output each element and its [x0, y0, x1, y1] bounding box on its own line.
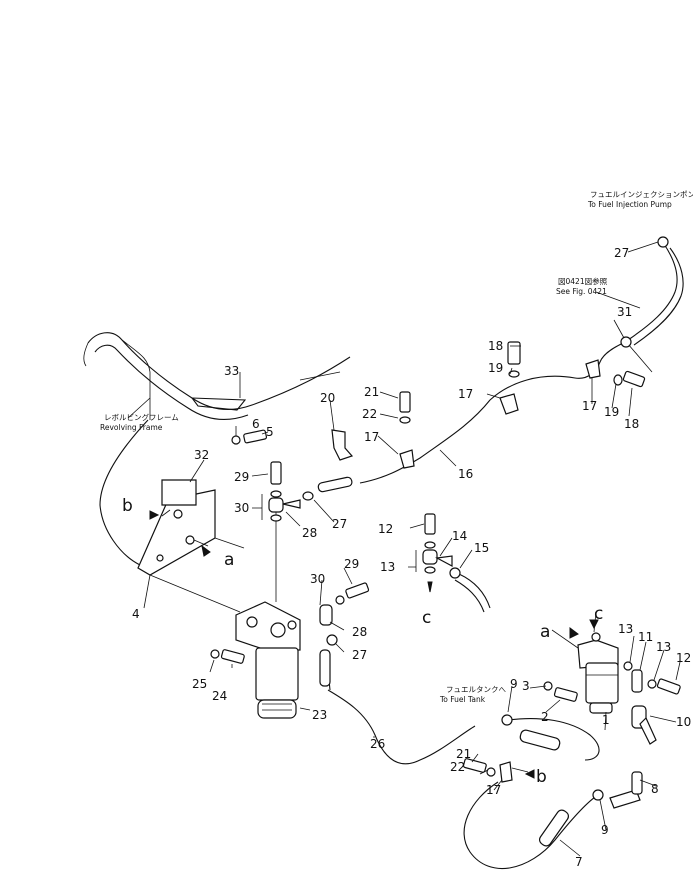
- view-label-c-middle: c: [422, 608, 431, 628]
- view-arrows: [149, 510, 599, 779]
- callout-12-middle: 12: [378, 522, 393, 536]
- callout-4: 4: [132, 607, 140, 621]
- callout-14: 14: [452, 529, 467, 543]
- note-revolving-frame-en: Revolving Frame: [100, 423, 163, 432]
- callout-17-middle: 17: [364, 430, 379, 444]
- callout-12-right: 12: [676, 651, 691, 665]
- callout-13-middle: 13: [380, 560, 395, 574]
- callout-29-middle: 29: [344, 557, 359, 571]
- view-label-a-left: a: [224, 550, 234, 570]
- callout-numbers: 27 31 33 18 19 17 17 19 18 21 22 17 20 1…: [132, 246, 691, 869]
- fuel-filter-23: [235, 512, 301, 719]
- note-see-fig-en: See Fig. 0421: [556, 287, 607, 296]
- fuel-filter-1: [577, 632, 619, 714]
- callout-3: 3: [522, 679, 530, 693]
- callout-25: 25: [192, 677, 207, 691]
- callout-13-right-b: 13: [656, 640, 671, 654]
- callout-19-upper: 19: [488, 361, 503, 375]
- callout-18-right: 18: [624, 417, 639, 431]
- revolving-frame: [83, 332, 351, 420]
- view-letters: b a c a c b: [122, 496, 603, 787]
- callout-9-lower: 9: [601, 823, 609, 837]
- note-fuel-tank-jp: フュエルタンクへ: [446, 685, 506, 694]
- callout-30-upper: 30: [234, 501, 249, 515]
- callout-8: 8: [651, 782, 659, 796]
- note-injection-pump-jp: フュエルインジェクションポンプへ: [590, 190, 693, 199]
- callout-27-middle: 27: [352, 648, 367, 662]
- leader-lines: [127, 241, 681, 857]
- note-see-fig-jp: 図0421図参照: [558, 276, 608, 286]
- callout-21-middle: 21: [364, 385, 379, 399]
- callout-29-upper: 29: [234, 470, 249, 484]
- callout-23: 23: [312, 708, 327, 722]
- bracket-4: [137, 479, 245, 613]
- callout-17-right: 17: [582, 399, 597, 413]
- view-label-a-right: a: [540, 622, 550, 642]
- callout-22-lower: 22: [450, 760, 465, 774]
- callout-13-right-a: 13: [618, 622, 633, 636]
- view-label-b-left: b: [122, 496, 133, 516]
- callout-30-middle: 30: [310, 572, 325, 586]
- note-revolving-frame-jp: レボルビングフレーム: [104, 412, 179, 422]
- callout-6: 6: [252, 417, 260, 431]
- view-label-c-right: c: [594, 604, 603, 624]
- callout-7: 7: [575, 855, 583, 869]
- callout-20: 20: [320, 391, 335, 405]
- callout-33: 33: [224, 364, 239, 378]
- note-fuel-tank-en: To Fuel Tank: [439, 695, 486, 704]
- callout-17-lower: 17: [486, 783, 501, 797]
- callout-31: 31: [617, 305, 632, 319]
- callout-18-upper: 18: [488, 339, 503, 353]
- callout-27-upper: 27: [332, 517, 347, 531]
- fuel-lines: [99, 243, 684, 869]
- callout-10: 10: [676, 715, 691, 729]
- callout-15: 15: [474, 541, 489, 555]
- callout-17-upper: 17: [458, 387, 473, 401]
- callout-2: 2: [541, 710, 549, 724]
- callout-16: 16: [458, 467, 473, 481]
- callout-26: 26: [370, 737, 385, 751]
- callout-24: 24: [212, 689, 227, 703]
- callout-28-upper: 28: [302, 526, 317, 540]
- callout-9-upper: 9: [510, 677, 518, 691]
- callout-32: 32: [194, 448, 209, 462]
- callout-5: 5: [266, 425, 274, 439]
- callout-22-middle: 22: [362, 407, 377, 421]
- callout-19-right: 19: [604, 405, 619, 419]
- callout-21-lower: 21: [456, 747, 471, 761]
- callout-11: 11: [638, 630, 653, 644]
- view-label-b-right: b: [536, 767, 547, 787]
- callout-28-middle: 28: [352, 625, 367, 639]
- note-injection-pump-en: To Fuel Injection Pump: [587, 200, 672, 209]
- small-parts: [210, 236, 681, 809]
- callout-1: 1: [602, 713, 610, 727]
- callout-27-top: 27: [614, 246, 629, 260]
- annotations: フュエルインジェクションポンプへ To Fuel Injection Pump …: [100, 190, 693, 704]
